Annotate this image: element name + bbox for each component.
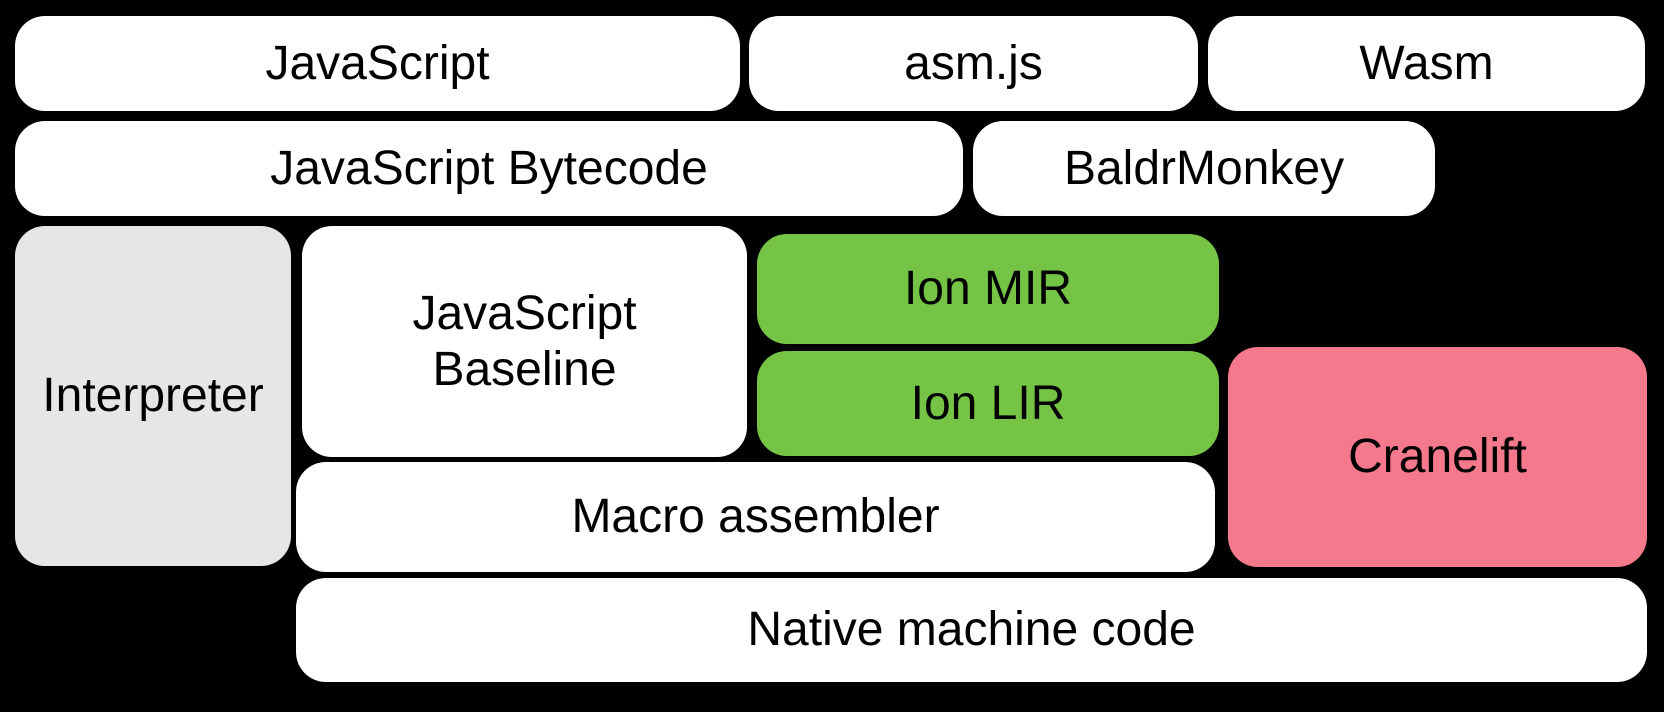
node-interpreter: Interpreter	[15, 226, 291, 566]
node-native-machine-code-label: Native machine code	[747, 603, 1196, 657]
node-baldrmonkey-label: BaldrMonkey	[1063, 141, 1345, 195]
node-macro-assembler: Macro assembler	[296, 462, 1215, 572]
node-javascript-baseline: JavaScript Baseline	[302, 226, 747, 457]
node-wasm: Wasm	[1208, 16, 1645, 111]
node-asm-js: asm.js	[749, 16, 1198, 111]
node-native-machine-code: Native machine code	[296, 578, 1647, 682]
node-cranelift-label: Cranelift	[1348, 430, 1527, 484]
node-macro-assembler-label: Macro assembler	[571, 490, 940, 544]
node-baldrmonkey: BaldrMonkey	[973, 121, 1435, 216]
node-ion-lir: Ion LIR	[757, 351, 1219, 456]
node-wasm-label: Wasm	[1359, 36, 1494, 90]
node-javascript: JavaScript	[15, 16, 740, 111]
node-javascript-baseline-line2: Baseline	[432, 342, 617, 396]
node-ion-mir-label: Ion MIR	[903, 262, 1073, 316]
node-asm-js-label: asm.js	[904, 36, 1043, 90]
node-cranelift: Cranelift	[1228, 347, 1647, 567]
node-ion-lir-label: Ion LIR	[910, 376, 1066, 430]
node-javascript-baseline-line1: JavaScript	[412, 287, 637, 341]
node-javascript-bytecode-label: JavaScript Bytecode	[270, 141, 708, 195]
node-interpreter-label: Interpreter	[42, 369, 264, 423]
node-ion-mir: Ion MIR	[757, 234, 1219, 344]
node-javascript-label: JavaScript	[265, 36, 490, 90]
node-javascript-bytecode: JavaScript Bytecode	[15, 121, 963, 216]
